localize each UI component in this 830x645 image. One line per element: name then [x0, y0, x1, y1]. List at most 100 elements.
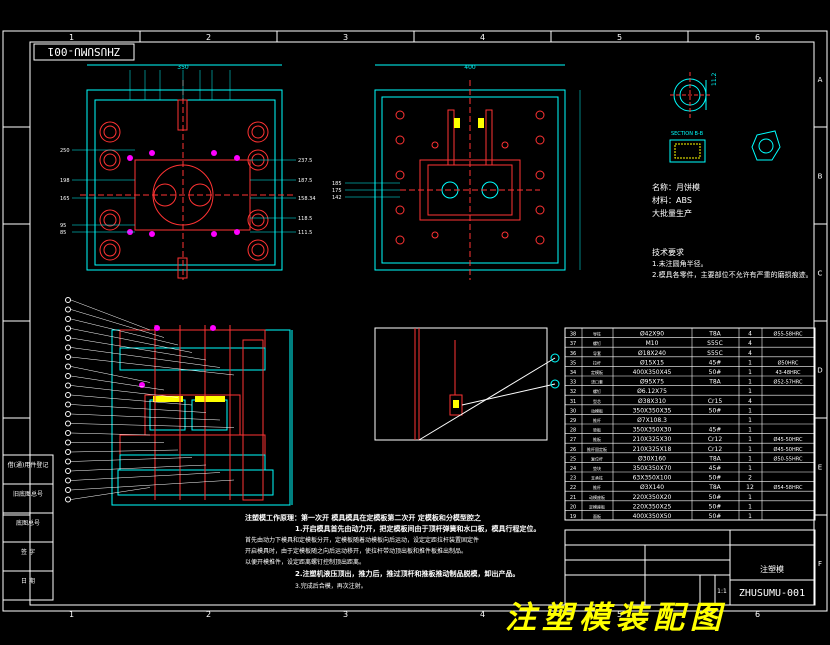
tech-req-title: 技术要求: [652, 247, 684, 257]
bom-no: 19: [570, 514, 576, 520]
front-section-view: [65, 297, 293, 506]
bom-qty: 4: [748, 350, 752, 357]
notes-line-2: 首先由动力下模具和定模板分开，定模板随着动模板向后运动，设定定距拉杆装置固定件: [245, 536, 479, 544]
bom-no: 28: [570, 428, 576, 434]
bom-name: 导柱: [593, 331, 601, 337]
bom-name: 推杆: [593, 417, 601, 423]
bom-no: 29: [570, 418, 576, 424]
bom-qty: 1: [748, 369, 752, 376]
dim-width-right: 400: [464, 64, 476, 71]
bom-material: T8A: [708, 379, 721, 386]
side-label: 日 期: [21, 577, 35, 585]
notes-line-5: 2.注塑机液压顶出，推力后，推过顶杆和推板推动制品脱模，卸出产品。: [295, 569, 520, 578]
bom-note: Ø45-50HRC: [774, 436, 803, 443]
bom-spec: Ø18X240: [638, 350, 666, 357]
side-label: 借(通)用件登记: [8, 461, 49, 469]
right-dim-label: 187.5: [298, 178, 312, 184]
bom-qty: 1: [748, 513, 752, 520]
bom-name: 拉杆: [593, 359, 601, 365]
column-label: 4: [480, 33, 485, 42]
bom-material: 50#: [709, 369, 722, 376]
right-dim-label: 118.5: [298, 216, 312, 222]
column-label: 1: [69, 33, 74, 42]
bom-spec: 220X350X20: [633, 494, 672, 501]
bom-no: 35: [570, 360, 576, 366]
bom-qty: 1: [748, 446, 752, 453]
notes-line-4: 以便开模推件，设定距离螺钉控制顶出距离。: [245, 558, 365, 566]
left-dim-label: 85: [60, 230, 66, 236]
bom-note: Ø54-58HRC: [774, 484, 803, 491]
bom-name: 动模板: [591, 407, 603, 413]
bom-material: T8A: [708, 484, 721, 491]
bom-qty: 1: [748, 494, 752, 501]
left-dim-label: 165: [60, 196, 70, 202]
bom-spec: Ø95X75: [640, 379, 664, 386]
drawing-name: 注塑模: [760, 564, 784, 574]
bom-material: Cr15: [708, 398, 722, 405]
bom-spec: 350X350X35: [633, 407, 672, 414]
bom-no: 27: [570, 437, 576, 443]
right-dim-label: 158.34: [298, 196, 316, 202]
tech-req-item-1: 1.未注圆角半径。: [652, 259, 708, 268]
bom-qty: 1: [748, 359, 752, 366]
working-principle-notes: 注塑模工作原理：第一次开 模具模具在定模板第二次开 定模板和分模型腔之 1.开启…: [245, 513, 541, 590]
bom-name: 推杆: [593, 484, 601, 490]
bom-note: 43-48HRC: [775, 370, 801, 376]
side-label: 签 字: [21, 548, 35, 556]
dim-right-mark: 11.2: [711, 72, 718, 86]
bom-spec: Ø38X310: [638, 398, 666, 405]
mid-dim-label: 142: [332, 195, 342, 201]
bom-spec: 220X350X25: [633, 503, 672, 510]
bom-name: 浇口套: [591, 379, 603, 385]
left-dim-label: 198: [60, 178, 70, 184]
bom-material: S55C: [707, 350, 723, 357]
bom-material: 50#: [709, 407, 722, 414]
notes-line-6: 3.完成后合模，再次注射。: [295, 582, 367, 590]
bom-spec: Ø30X160: [638, 455, 666, 462]
row-label: A: [818, 76, 823, 84]
bom-spec: Ø6.12X75: [637, 388, 667, 395]
bom-no: 34: [570, 370, 576, 376]
bom-material: 45#: [709, 465, 722, 472]
bom-qty: 1: [748, 465, 752, 472]
bom-no: 30: [570, 408, 576, 414]
tech-req-item-2: 2.模具各零件，主要部位不允许有严重的磨损痕迹。: [652, 270, 813, 279]
bom-no: 25: [570, 456, 576, 462]
bom-material: Cr12: [708, 446, 722, 453]
bom-name: 定模座板: [589, 503, 605, 509]
bom-name: 垫块: [593, 465, 601, 471]
column-label: 3: [343, 33, 348, 42]
bom-no: 32: [570, 389, 576, 395]
row-label: D: [817, 367, 822, 375]
column-label-bottom: 6: [755, 610, 760, 619]
bom-spec: Ø7X108.3: [637, 417, 667, 424]
part-name: 名称：月饼模: [652, 182, 700, 192]
bom-qty: 4: [748, 398, 752, 405]
bom-no: 26: [570, 447, 576, 453]
dim-width-left: 350: [177, 64, 189, 71]
bom-name: 面板: [593, 513, 601, 519]
bom-name: 定模板: [591, 369, 603, 375]
bom-qty: 4: [748, 331, 752, 338]
mid-dim-label: 175: [332, 188, 342, 194]
bom-qty: 2: [748, 475, 752, 482]
bom-material: 50#: [709, 475, 722, 482]
bom-spec: 350X350X30: [633, 427, 672, 434]
drawing-scale: 1:1: [717, 588, 727, 595]
left-dim-label: 250: [60, 148, 70, 154]
bom-name: 复位杆: [591, 455, 603, 461]
bom-qty: 12: [746, 484, 754, 491]
stamp-box: [33, 43, 135, 61]
